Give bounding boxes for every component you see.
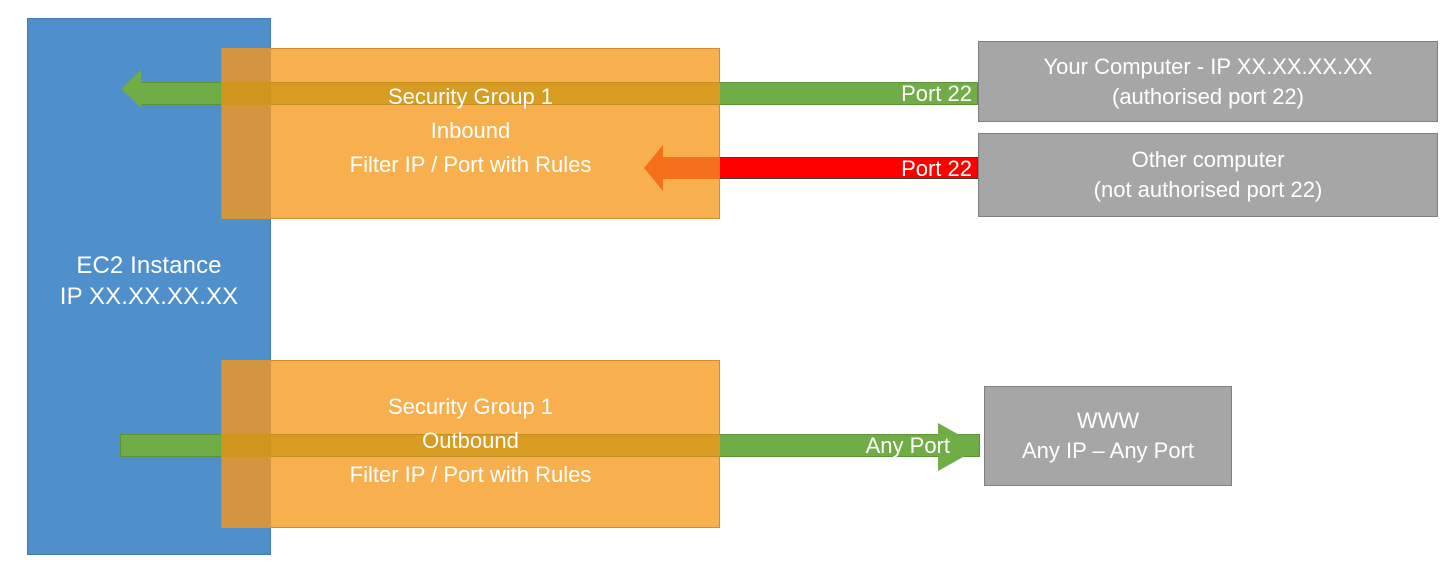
security-group-inbound-text: Security Group 1 Inbound Filter IP / Por… [221, 80, 720, 182]
allowed-outbound-arrow-over-sg [221, 434, 720, 457]
sg-inbound-instance-overlap [221, 48, 271, 219]
allowed-inbound-port-label: Port 22 [901, 81, 972, 106]
ec2-instance-label: EC2 Instance IP XX.XX.XX.XX [27, 250, 271, 312]
sg-inbound-direction: Inbound [430, 118, 511, 143]
blocked-inbound-port-label: Port 22 [901, 156, 972, 181]
security-group-inbound-box [221, 48, 720, 219]
www-line1: WWW [1076, 408, 1140, 433]
endpoint-your-computer-box: Your Computer - IP XX.XX.XX.XX (authoris… [978, 41, 1438, 122]
allowed-outbound-arrow-head-icon [938, 423, 981, 471]
sg-inbound-title: Security Group 1 [387, 84, 554, 109]
sg-inbound-rule: Filter IP / Port with Rules [349, 152, 592, 177]
ec2-instance-ip: IP XX.XX.XX.XX [59, 283, 239, 310]
other-computer-line1: Other computer [1131, 147, 1285, 172]
endpoint-www-box: WWW Any IP – Any Port [984, 386, 1232, 486]
allowed-outbound-arrow-over-overlap [221, 434, 271, 457]
blocked-inbound-arrow-inner-shaft [662, 157, 720, 179]
sg-outbound-direction: Outbound [422, 428, 519, 453]
your-computer-line1: Your Computer - IP XX.XX.XX.XX [1043, 53, 1373, 79]
sg-outbound-title: Security Group 1 [387, 394, 554, 419]
ec2-instance-name: EC2 Instance [76, 252, 222, 279]
security-group-outbound-text: Security Group 1 Outbound Filter IP / Po… [221, 390, 720, 492]
allowed-inbound-arrow-over-sg [221, 82, 720, 105]
allowed-inbound-arrow-over-overlap [221, 82, 271, 105]
sg-outbound-rule: Filter IP / Port with Rules [349, 462, 592, 487]
allowed-outbound-port-label: Any Port [865, 433, 950, 458]
blocked-inbound-arrow-head-icon [644, 145, 663, 191]
www-line2: Any IP – Any Port [1021, 438, 1195, 463]
other-computer-line2: (not authorised port 22) [1093, 177, 1323, 202]
allowed-inbound-arrow-head-icon [121, 70, 141, 108]
your-computer-line2: (authorised port 22) [1112, 83, 1304, 109]
endpoint-other-computer-box: Other computer (not authorised port 22) [978, 133, 1438, 217]
